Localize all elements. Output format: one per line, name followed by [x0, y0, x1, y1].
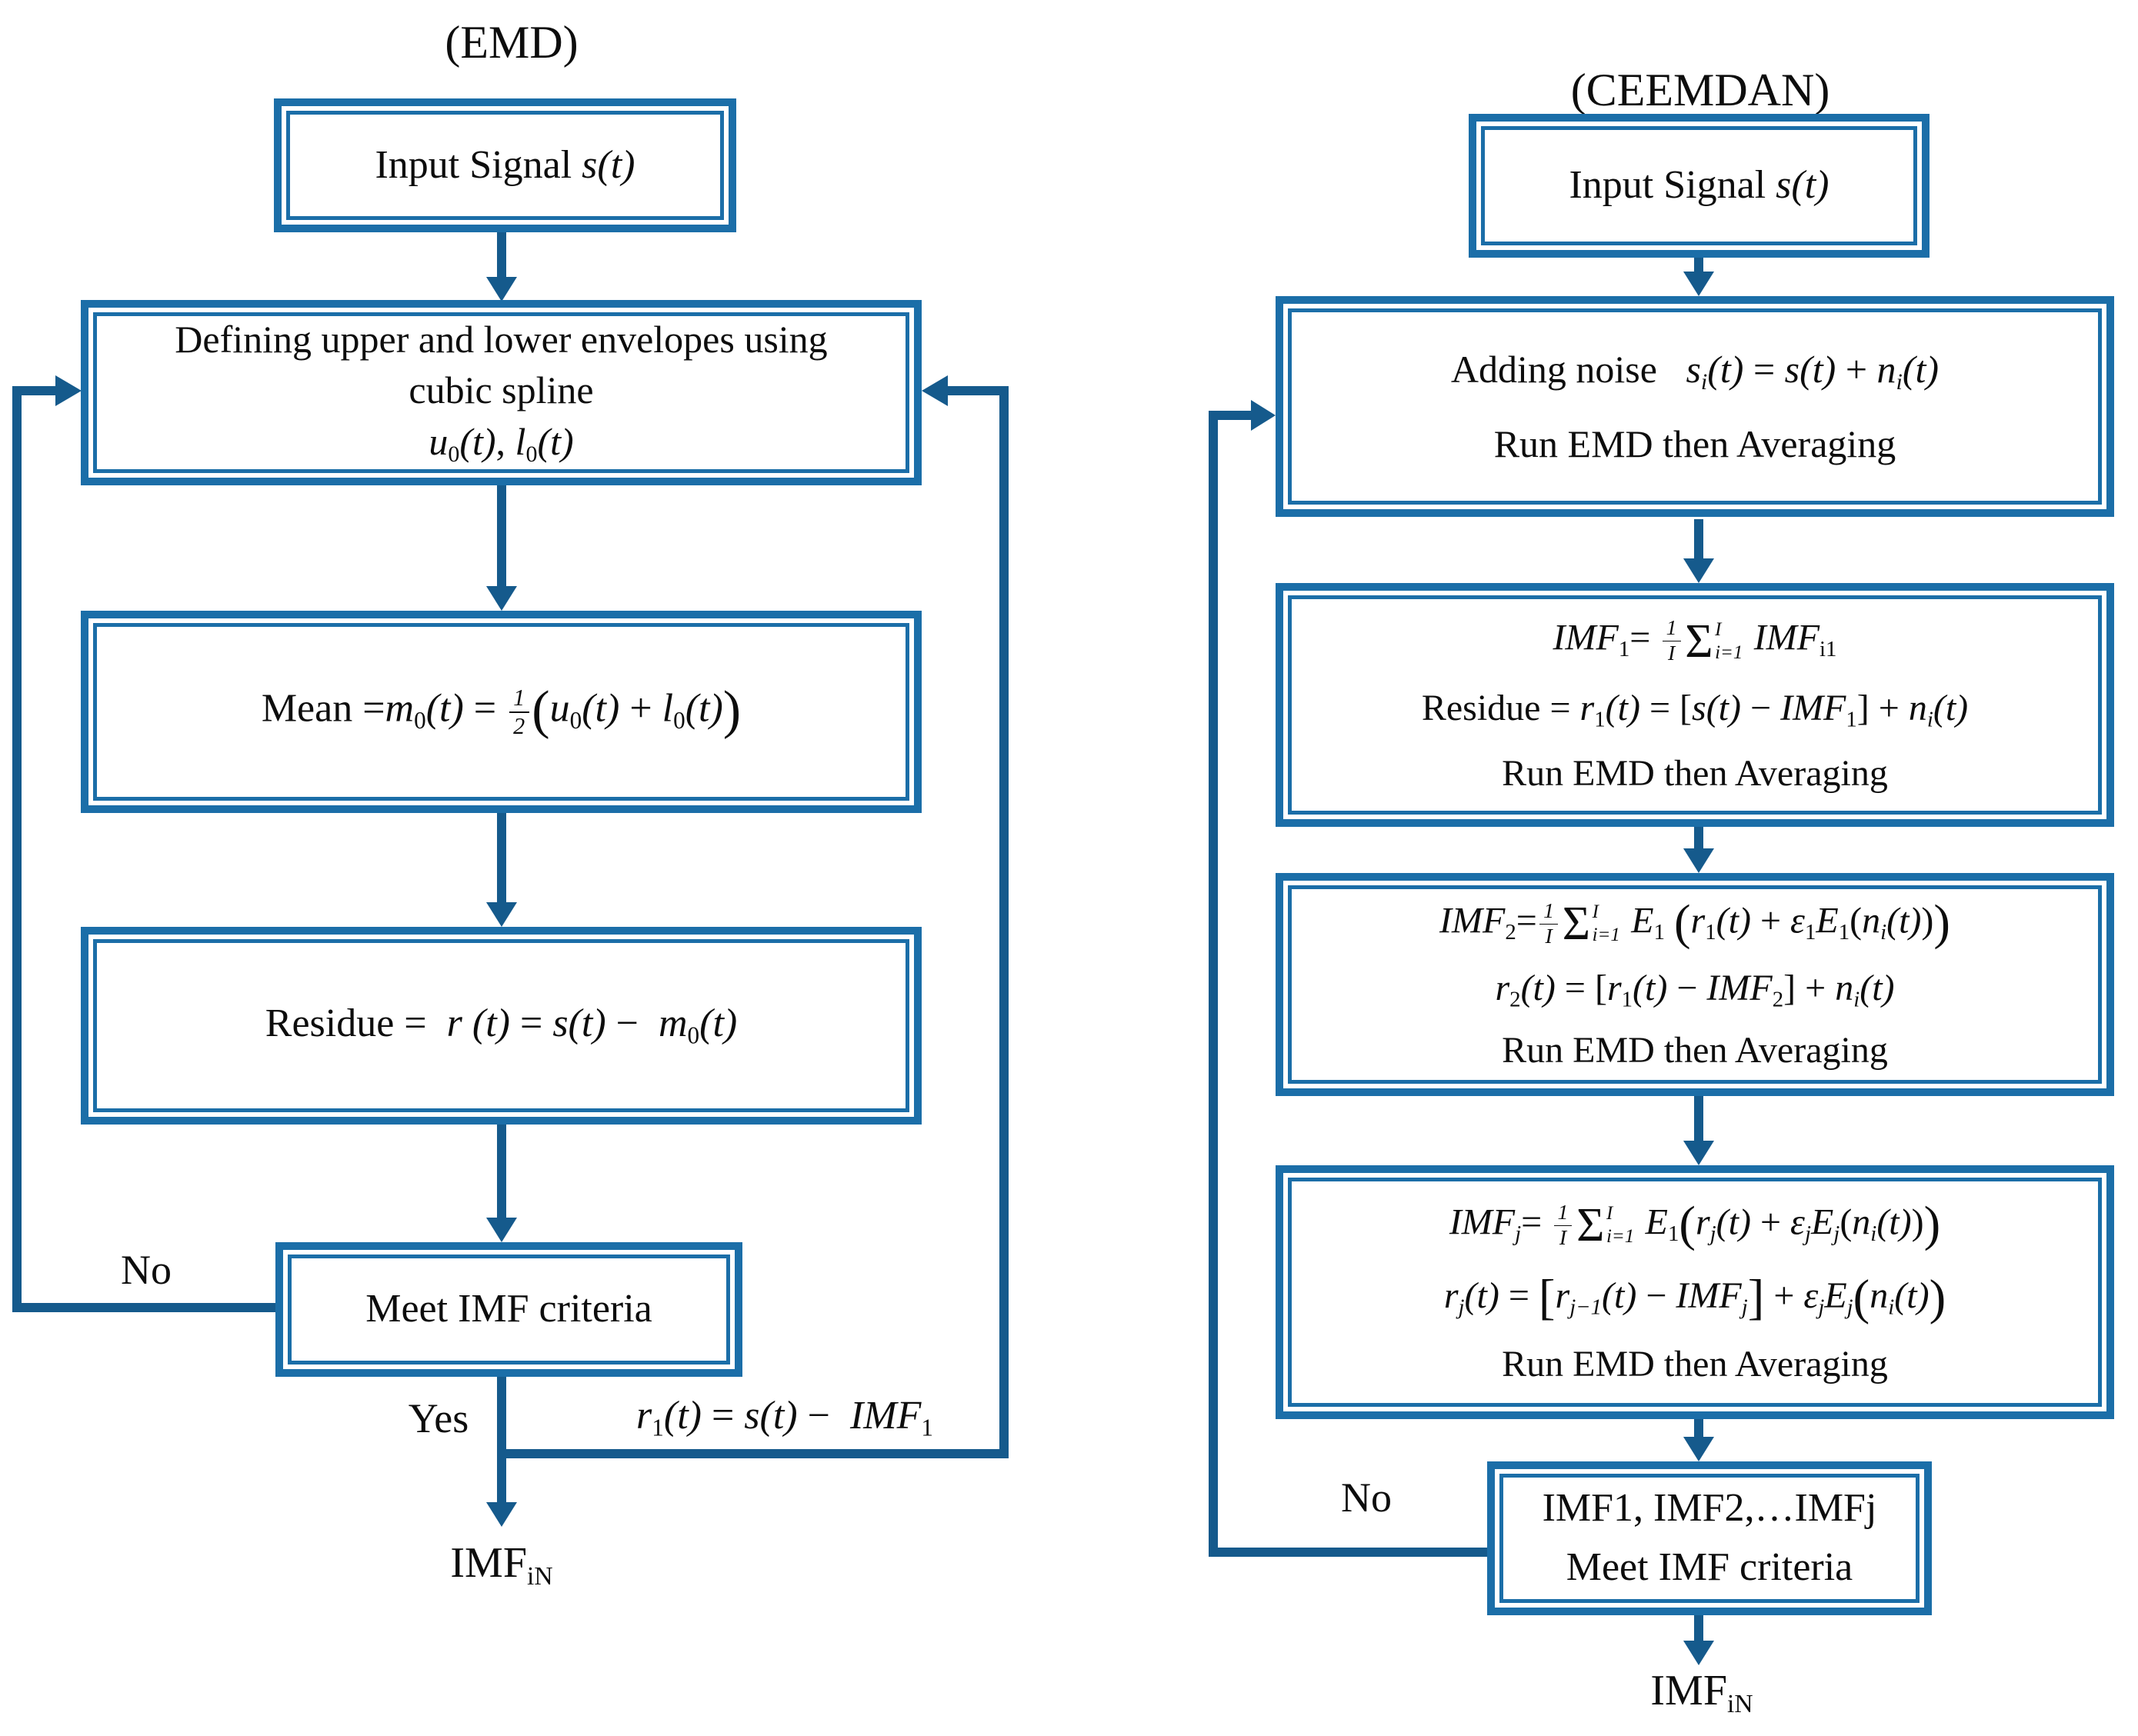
ceemdan-arrow-imf1-to-imf2-head: [1683, 848, 1714, 873]
ceemdan-arrow-criteria-to-output-head: [1683, 1641, 1714, 1665]
ceemdan-output-label: IMFiN: [1650, 1667, 1753, 1719]
formula-line: Residue = r1(t) = [s(t) − IMF1] + ni(t): [1421, 688, 1969, 733]
emd-residue-update-label: r1(t) = s(t) − IMF1: [636, 1394, 933, 1441]
ceemdan-arrow-noise-to-imf1-head: [1683, 558, 1714, 583]
ceemdan-no-label: No: [1341, 1474, 1392, 1521]
formula-line: Meet IMF criteria: [1566, 1545, 1853, 1589]
emd-connectors: [12, 232, 1009, 1527]
emd-no-feedback-line: [12, 386, 277, 1312]
formula-line: cubic spline: [409, 368, 594, 412]
emd-title: (EMD): [445, 17, 579, 68]
formula-line: r2(t) = [r1(t) − IMF2] + ni(t): [1495, 967, 1895, 1012]
emd-arrow-envelopes-to-mean-head: [486, 586, 517, 611]
formula-line: Input Signal s(t): [375, 142, 635, 187]
formula-line: rj(t) = [rj−1(t) − IMFj] + εjEj(ni(t)): [1443, 1269, 1946, 1325]
emd-output-label: IMFiN: [450, 1539, 553, 1591]
emd-criteria-box: Meet IMF criteria: [275, 1242, 742, 1377]
emd-residue-box: Residue = r (t) = s(t) − m0(t): [81, 927, 922, 1125]
formula-line: Adding noise si(t) = s(t) + ni(t): [1450, 348, 1940, 395]
emd-yes-feedback-line: [502, 386, 1009, 1458]
ceemdan-arrow-imfj-to-criteria-head: [1683, 1437, 1714, 1461]
emd-yes-feedback-head: [922, 375, 948, 406]
emd-envelopes-box: Defining upper and lower envelopes using…: [81, 300, 922, 485]
emd-no-feedback-head: [55, 375, 82, 406]
ceemdan-adding-noise-box: Adding noise si(t) = s(t) + ni(t) Run EMD…: [1276, 296, 2114, 517]
emd-arrow-mean-to-residue-head: [486, 902, 517, 927]
emd-arrow-criteria-to-output-head: [486, 1502, 517, 1527]
ceemdan-connectors: [1209, 258, 1714, 1665]
emd-yes-label: Yes: [408, 1395, 469, 1441]
emd-arrow-residue-to-criteria-head: [486, 1218, 517, 1242]
formula-line: Input Signal s(t): [1569, 163, 1829, 208]
formula-line: Defining upper and lower envelopes using: [175, 317, 828, 361]
formula-line: u0(t), l0(t): [429, 419, 574, 467]
ceemdan-title: (CEEMDAN): [1570, 65, 1830, 115]
emd-no-label: No: [121, 1247, 172, 1293]
emd-arrow-input-to-envelopes-head: [486, 277, 517, 302]
ceemdan-arrow-input-to-noise-head: [1683, 272, 1714, 296]
emd-input-signal-box: Input Signal s(t): [274, 98, 736, 232]
formula-line: Run EMD then Averaging: [1502, 1029, 1888, 1071]
formula-line: Meet IMF criteria: [365, 1287, 652, 1331]
formula-line: IMF1, IMF2,…IMFj: [1542, 1486, 1877, 1531]
formula-line: Run EMD then Averaging: [1502, 753, 1888, 795]
formula-line: Residue = r (t) = s(t) − m0(t): [265, 1001, 738, 1049]
ceemdan-arrow-imf2-to-imfj-head: [1683, 1141, 1714, 1165]
ceemdan-no-feedback-head: [1251, 400, 1276, 431]
formula-line: Run EMD then Averaging: [1493, 422, 1896, 465]
ceemdan-no-feedback-line: [1209, 411, 1487, 1557]
ceemdan-input-signal-box: Input Signal s(t): [1469, 114, 1930, 258]
formula-line: Run EMD then Averaging: [1502, 1343, 1888, 1384]
